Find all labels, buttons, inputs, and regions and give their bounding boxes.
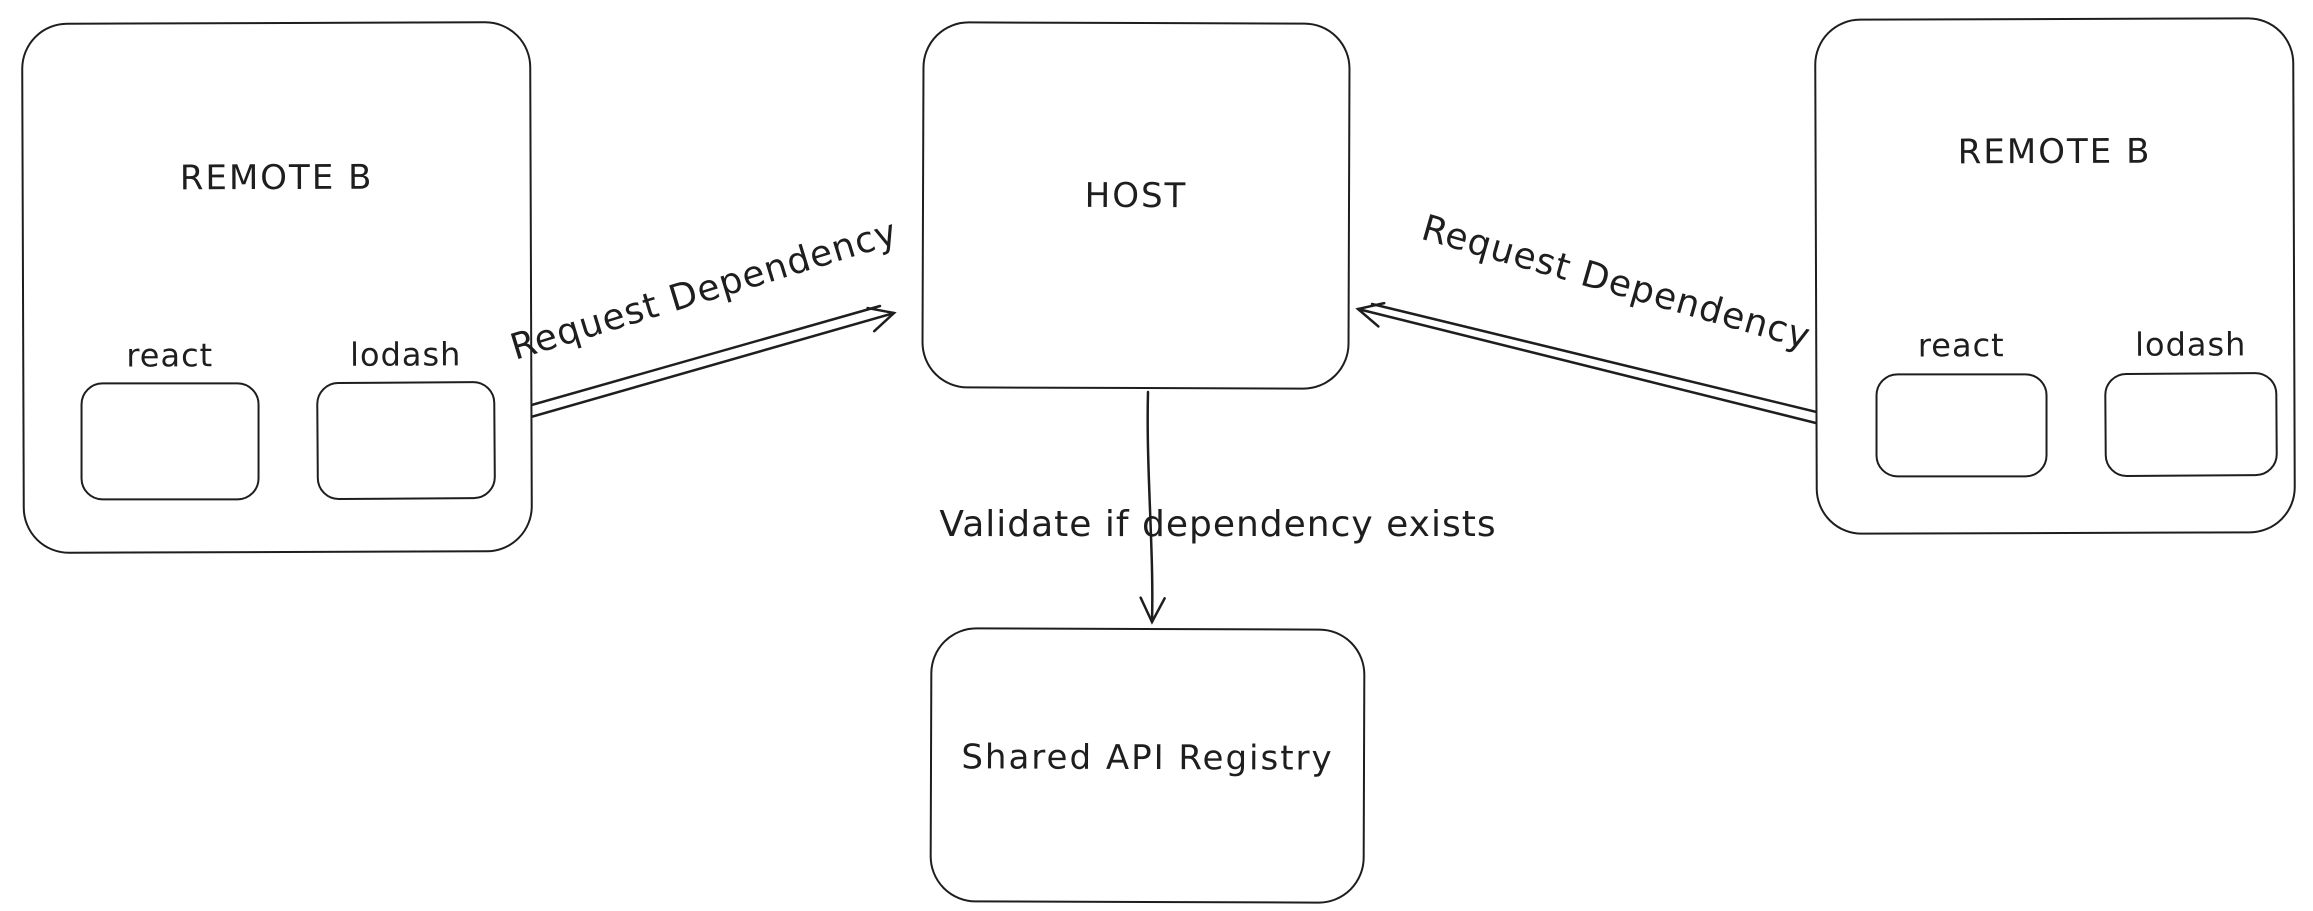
node-host-title: HOST [1084,175,1188,217]
pkg-label-lodash: lodash [349,335,462,374]
pkg-label-react: react [126,336,214,375]
node-host: HOST [921,21,1351,390]
pkg-box-react [1875,373,2048,478]
node-remote-right: REMOTE B react lodash [1814,17,2296,535]
node-remote-left: REMOTE B react lodash [21,21,533,554]
pkg-label-lodash: lodash [2135,325,2247,364]
pkg-box-lodash [316,380,496,501]
node-registry-title: Shared API Registry [961,737,1334,779]
edge-label-validate: Validate if dependency exists [939,504,1497,545]
pkg-box-lodash [2104,371,2278,478]
edge-label-right-request: Request Dependency [1417,207,1816,358]
node-registry: Shared API Registry [929,627,1366,904]
node-remote-right-title: REMOTE B [1957,131,2152,173]
node-remote-left-title: REMOTE B [179,157,374,199]
pkg-label-react: react [1917,326,2005,365]
pkg-box-react [80,382,260,501]
edge-label-left-request: Request Dependency [505,211,903,369]
